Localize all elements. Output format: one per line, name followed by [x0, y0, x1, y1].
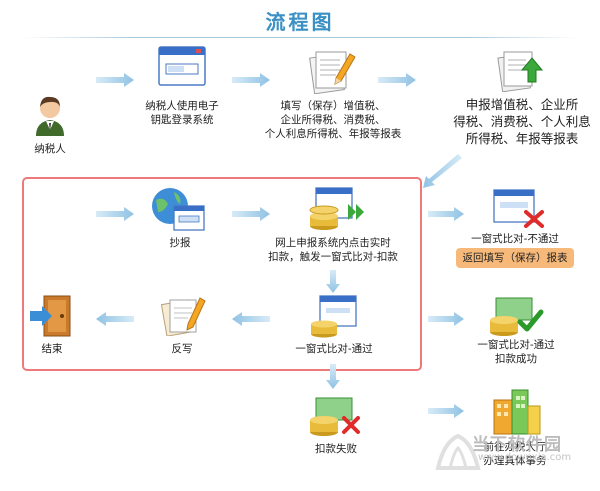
- arrow-down: [326, 364, 340, 389]
- fill-label-line: 填写（保存）增值税、: [280, 100, 386, 112]
- document-pencil-icon: [309, 51, 356, 94]
- online-deduct-label-line: 网上申报系统内点击实时: [275, 237, 391, 249]
- building-icon: [493, 389, 541, 435]
- coins-error-icon: [310, 397, 360, 436]
- fill-label-line: 企业所得税、消费税、: [280, 114, 386, 126]
- arrow-right: [428, 404, 464, 418]
- login-label-line: 纳税人使用电子: [145, 100, 219, 112]
- arrow-down: [326, 270, 340, 293]
- return-fill-badge: 返回填写（保存）报表: [456, 248, 574, 268]
- declare-label-line: 所得税、年报等报表: [465, 131, 579, 146]
- deduct-fail-label: 扣款失败: [315, 443, 357, 455]
- fill-label-line: 个人利息所得税、年报等报表: [264, 128, 402, 140]
- go-hall-label: 前往办税大厅 办理具体事务: [460, 440, 570, 468]
- arrow-right: [96, 207, 134, 221]
- highlight-box: [22, 177, 422, 371]
- coins-window-icon: [309, 187, 364, 230]
- globe-window-icon: [152, 188, 205, 231]
- document-upload-icon: [497, 51, 544, 92]
- compare-fail-label: 一窗式比对-不通过: [471, 233, 559, 245]
- title-divider: [22, 37, 578, 38]
- go-hall-line: 办理具体事务: [483, 455, 547, 467]
- login-label: 纳税人使用电子 钥匙登录系统: [122, 99, 242, 127]
- fill-label: 填写（保存）增值税、 企业所得税、消费税、 个人利息所得税、年报等报表: [256, 99, 410, 141]
- exit-door-icon: [30, 295, 71, 337]
- login-label-line: 钥匙登录系统: [150, 114, 214, 126]
- person-icon: [36, 96, 64, 136]
- arrow-left: [232, 312, 270, 326]
- window-error-icon: [493, 189, 544, 228]
- watermark-text: 当下软件园: [472, 435, 562, 455]
- arrow-left: [96, 312, 134, 326]
- end-label: 结束: [41, 343, 63, 355]
- taxpayer-label: 纳税人: [34, 143, 66, 155]
- declare-label-line: 申报增值税、企业所: [465, 97, 579, 112]
- arrow-down-left: [423, 154, 462, 188]
- reverse-write-label: 反写: [171, 343, 193, 355]
- compare-pass-deduct-line: 扣款成功: [495, 353, 537, 365]
- go-hall-line: 前往办税大厅: [483, 441, 547, 453]
- arrow-right: [428, 207, 464, 221]
- watermark-url: www.downxia.com: [478, 452, 572, 463]
- compare-pass-label: 一窗式比对-通过: [295, 343, 373, 355]
- copy-report-label: 抄报: [169, 237, 191, 249]
- declare-label: 申报增值税、企业所 得税、消费税、个人利息 所得税、年报等报表: [444, 96, 600, 147]
- compare-pass-deduct-label: 一窗式比对-通过 扣款成功: [454, 338, 578, 366]
- coins-check-icon: [490, 297, 544, 336]
- watermark-logo-icon: [435, 433, 481, 470]
- compare-pass-deduct-line: 一窗式比对-通过: [477, 339, 555, 351]
- diagram-title: 流程图: [265, 10, 335, 34]
- arrow-right: [232, 207, 270, 221]
- login-window-icon: [158, 46, 206, 86]
- coins-window-icon: [311, 295, 357, 338]
- arrow-right: [232, 73, 270, 87]
- arrow-right: [96, 73, 134, 87]
- arrow-right: [428, 312, 464, 326]
- online-deduct-label-line: 扣款，触发一窗式比对-扣款: [268, 251, 398, 263]
- online-deduct-label: 网上申报系统内点击实时 扣款，触发一窗式比对-扣款: [258, 236, 408, 264]
- declare-label-line: 得税、消费税、个人利息: [453, 114, 591, 129]
- document-pencil-icon: [160, 297, 206, 336]
- arrow-right: [378, 73, 416, 87]
